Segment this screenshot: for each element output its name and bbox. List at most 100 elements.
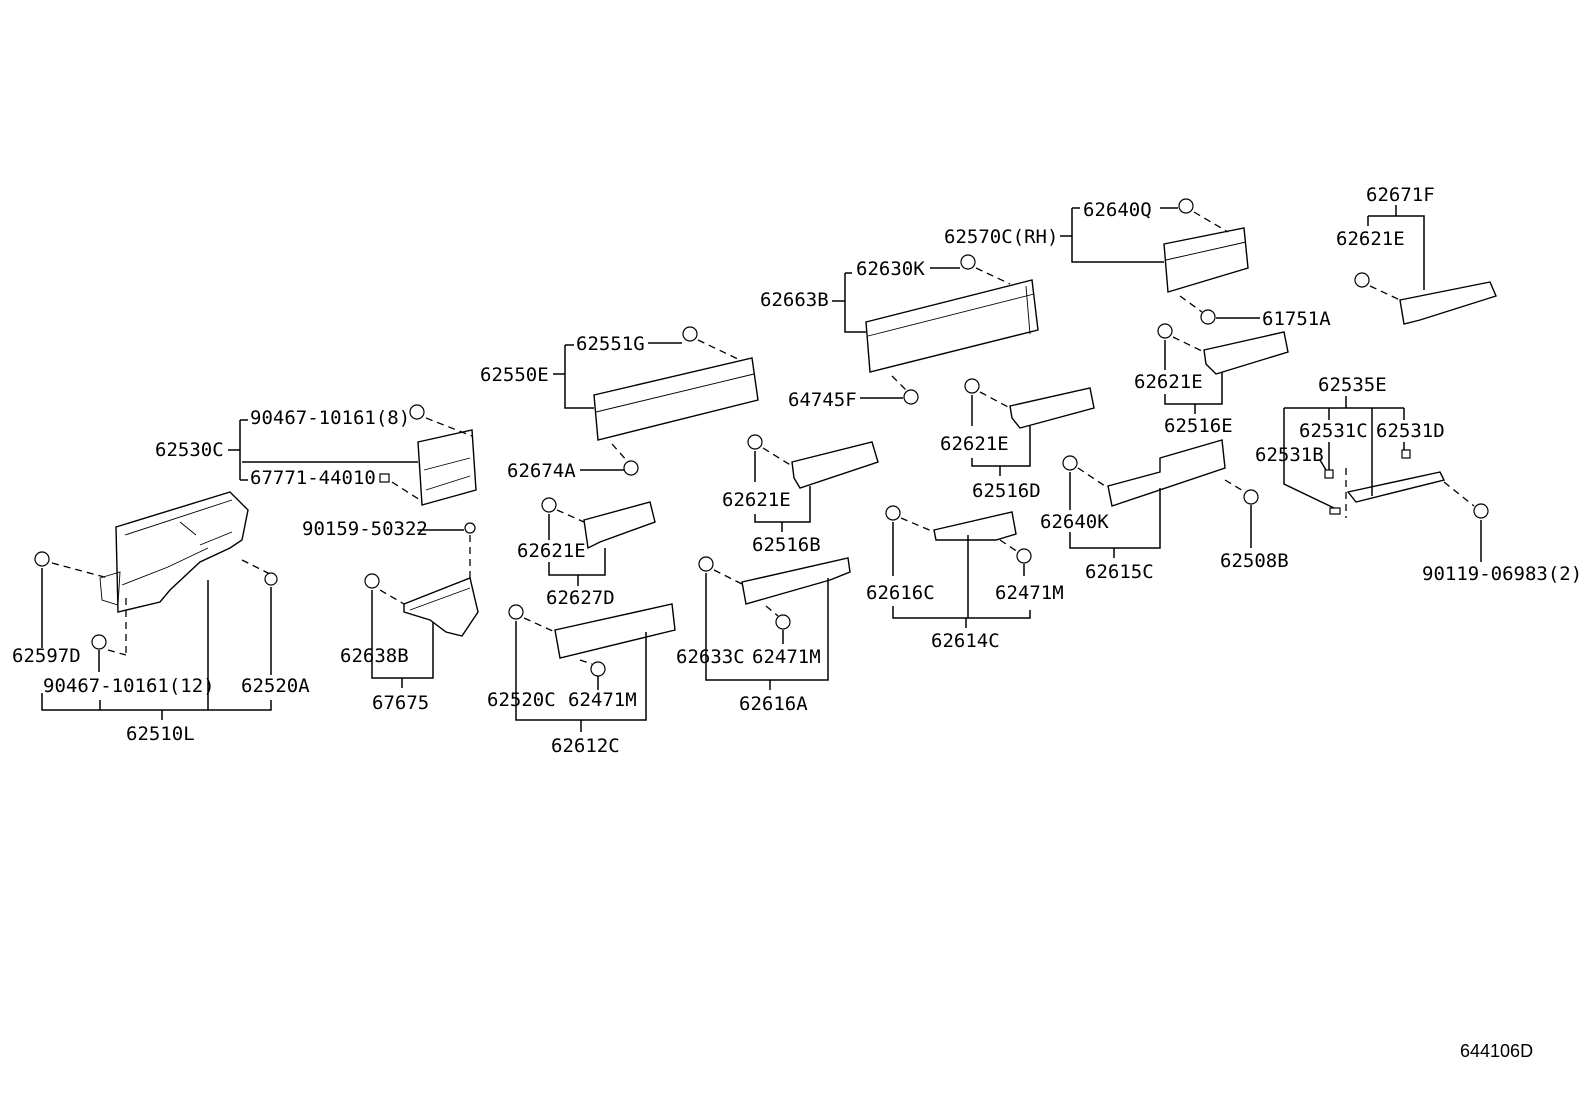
label-62531C: 62531C [1299,420,1368,442]
clip-icon [541,497,557,513]
clip-icon [409,404,425,420]
part-group-62614C: 62616C 62471M 62614C [866,505,1064,652]
clip-icon [775,614,791,630]
part-shape-62516E [1203,331,1289,375]
clip-icon [379,473,390,483]
clip-icon [264,572,278,586]
label-90119-06983-2: 90119-06983(2) [1422,563,1582,585]
label-62614C: 62614C [931,630,1000,652]
part-group-62516B: 62621E 62516B [722,434,879,556]
part-group-62516D: 62621E 62516D [940,378,1095,502]
clip-icon [34,551,50,567]
clip-icon [508,604,524,620]
label-61751A: 61751A [1262,308,1331,330]
clip-icon [964,378,980,394]
clip-icon [1324,469,1334,479]
clip-icon [590,661,606,677]
part-shape-62616A [741,557,851,605]
label-62516E: 62516E [1164,415,1233,437]
part-shape-62516D [1009,387,1095,429]
label-62616A: 62616A [739,693,808,715]
label-62621E-c: 62621E [940,433,1009,455]
part-group-62663B: 62630K 62663B 64745F [760,254,1039,411]
clip-icon [903,389,919,405]
label-90159-50322: 90159-50322 [302,518,428,540]
part-group-62550E: 62551G 62550E 62674A [480,326,759,482]
label-62535E: 62535E [1318,374,1387,396]
label-62621E-a: 62621E [1336,228,1405,250]
label-62570C: 62570C(RH) [944,226,1058,248]
label-62508B: 62508B [1220,550,1289,572]
label-62550E: 62550E [480,364,549,386]
label-62615C: 62615C [1085,561,1154,583]
label-62621E-b: 62621E [1134,371,1203,393]
bolt-icon [464,522,476,534]
label-90467-10161-12: 90467-10161(12) [43,675,215,697]
part-shape-62627D [583,501,656,550]
label-62471M-b: 62471M [752,646,821,668]
label-62616C: 62616C [866,582,935,604]
label-62621E-d: 62621E [722,489,791,511]
part-shape-62614C [933,511,1017,541]
label-62612C: 62612C [551,735,620,757]
part-group-62615C: 62640K 62615C 62508B [1040,439,1289,583]
clip-icon [1016,548,1032,564]
label-64745F: 64745F [788,389,857,411]
label-62640Q: 62640Q [1083,199,1152,221]
label-62640K: 62640K [1040,511,1109,533]
label-67771-44010: 67771-44010 [250,467,376,489]
clip-icon [1473,503,1489,519]
part-group-62627D: 62621E 62627D [517,497,656,609]
clip-icon [1401,449,1411,459]
clip-icon [623,460,639,476]
label-62520A: 62520A [241,675,310,697]
part-shape-62663B [865,279,1039,373]
clip-icon [698,556,714,572]
part-shape-62550E [593,357,759,441]
label-67675: 67675 [372,692,429,714]
figure-id: 644106D [1460,1041,1533,1061]
part-shape-67675 [403,577,479,637]
clip-icon [1243,489,1259,505]
label-62531B: 62531B [1255,444,1324,466]
clip-icon [91,634,107,650]
part-shape-62535E [1346,471,1446,503]
label-62671F: 62671F [1366,184,1435,206]
label-62633C: 62633C [676,646,745,668]
clip-icon [960,254,976,270]
label-62520C: 62520C [487,689,556,711]
part-shape-62615C [1107,439,1226,507]
part-shape-62530C [417,429,477,506]
clip-icon [682,326,698,342]
label-62551G: 62551G [576,333,645,355]
label-62516D: 62516D [972,480,1041,502]
label-62627D: 62627D [546,587,615,609]
part-shape-62570C [1163,227,1249,293]
part-group-62516E: 62621E 62516E [1134,323,1289,437]
part-shape-62671F [1399,281,1497,325]
label-62510L: 62510L [126,723,195,745]
clip-icon [1200,309,1216,325]
part-group-62570C: 62640Q 62570C(RH) 61751A [944,198,1331,330]
clip-icon [1178,198,1194,214]
part-shape-62510L [115,491,249,613]
label-62530C: 62530C [155,439,224,461]
clip-icon [1062,455,1078,471]
part-group-62612C: 62520C 62471M 62612C [487,603,676,757]
part-group-62535E: 62535E 62531C 62531D 62531B 90119-06983(… [1255,374,1582,585]
label-62471M-a: 62471M [995,582,1064,604]
label-62597D: 62597D [12,645,81,667]
part-group-62671F: 62671F 62621E [1336,184,1497,325]
label-62674A: 62674A [507,460,576,482]
label-62531D: 62531D [1376,420,1445,442]
label-62630K: 62630K [856,258,925,280]
part-shape-62516B [791,441,879,489]
clip-icon [364,573,380,589]
clip-icon [747,434,763,450]
label-62516B: 62516B [752,534,821,556]
clip-icon [1157,323,1173,339]
clip-icon [1329,507,1341,515]
label-62663B: 62663B [760,289,829,311]
label-90467-10161-8: 90467-10161(8) [250,407,410,429]
